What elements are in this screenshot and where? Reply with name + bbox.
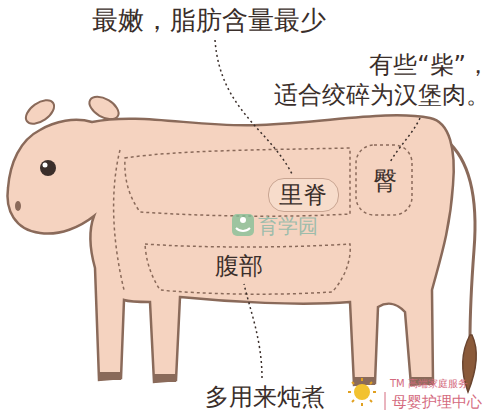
watermark-logo — [236, 228, 250, 231]
callout-note: 多用来炖煮 — [205, 382, 325, 412]
watermark: TM 高端家庭服务 — [390, 378, 468, 391]
eye — [40, 160, 56, 176]
watermark: 育学园 — [258, 214, 318, 239]
callout-note: 有些“柴”， 适合绞碎为汉堡肉。 — [238, 50, 490, 110]
loin-cut: 里脊 — [268, 178, 339, 212]
divider — [385, 392, 386, 410]
cow-body — [7, 115, 453, 385]
hoof — [99, 372, 121, 380]
watermark-logo — [232, 214, 254, 236]
eye-glint — [43, 163, 48, 168]
shoulder-line — [114, 150, 124, 290]
cut-name: 腹部 — [215, 251, 264, 281]
belly-region — [145, 244, 350, 294]
sun-rays — [348, 378, 376, 406]
rump-region — [356, 145, 412, 215]
cut-name: 里脊 — [279, 180, 328, 210]
loin-region — [125, 148, 350, 216]
callout-note: 最嫩，脂肪含量最少 — [92, 4, 326, 37]
rump-cut: 臀 — [371, 165, 400, 197]
hoof — [154, 374, 176, 382]
leader-line — [390, 118, 420, 162]
sun-logo — [354, 384, 370, 400]
watermark: 母婴护理中心 — [392, 393, 482, 412]
belly-cut: 腹部 — [213, 250, 266, 282]
nostril — [15, 201, 21, 211]
hoof — [354, 377, 375, 385]
watermark-logo — [240, 217, 246, 223]
cut-name: 臀 — [373, 166, 398, 196]
leader-line — [244, 284, 262, 378]
